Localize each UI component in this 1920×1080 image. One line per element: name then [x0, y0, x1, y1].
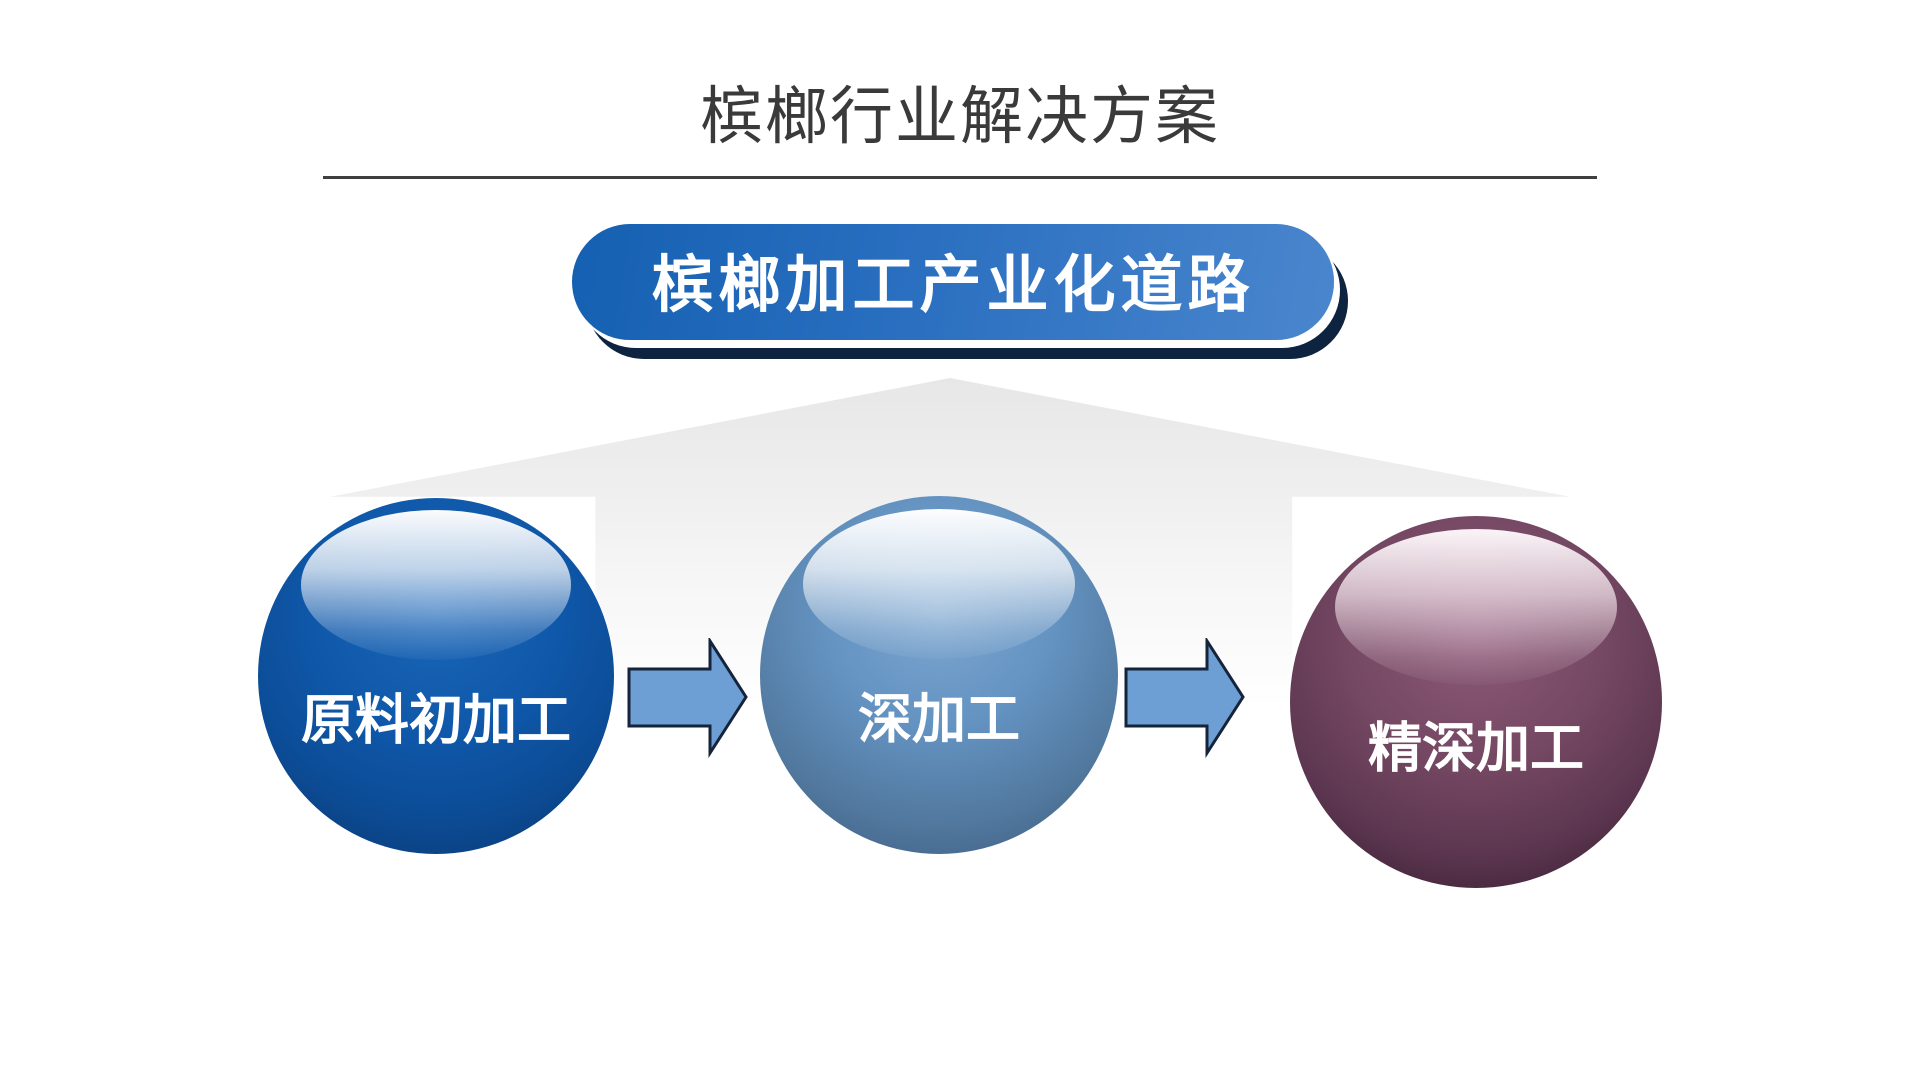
banner-pill: 槟榔加工产业化道路: [572, 224, 1334, 340]
slide-title: 槟榔行业解决方案: [700, 82, 1220, 152]
sphere-gloss-highlight: [802, 508, 1076, 659]
sphere-label: 原料初加工: [301, 687, 571, 752]
title-underline: [323, 176, 1597, 179]
sphere-gloss-highlight: [300, 510, 572, 660]
sphere-raw-material-processing: 原料初加工: [258, 498, 614, 854]
sphere-label: 精深加工: [1368, 715, 1584, 780]
banner-label: 槟榔加工产业化道路: [651, 248, 1255, 321]
right-arrow-icon: [1124, 638, 1245, 758]
sphere-fine-deep-processing: 精深加工: [1290, 516, 1662, 888]
right-arrow-icon: [627, 638, 748, 758]
sphere-label: 深加工: [858, 686, 1020, 751]
sphere-deep-processing: 深加工: [760, 496, 1118, 854]
sphere-gloss-highlight: [1334, 529, 1618, 686]
